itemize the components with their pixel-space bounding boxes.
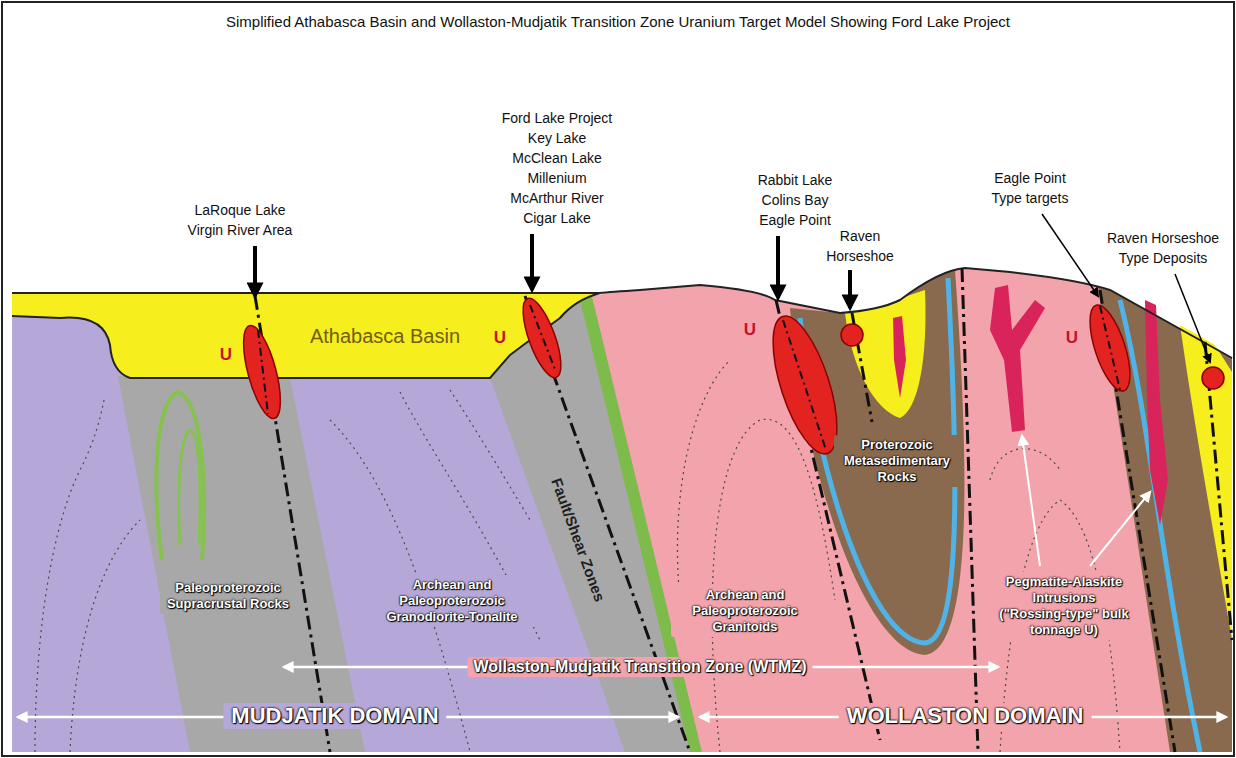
supracrustal-band: [118, 376, 365, 752]
zone-label: Wollaston-Mudjatik Transition Zone (WTMZ…: [467, 657, 812, 677]
unit-label: Archean and Paleoproterozoic Granitoids: [671, 585, 819, 637]
fault-overprint: [258, 305, 1120, 450]
quartzite-band: [1180, 325, 1232, 640]
pegmatite-intrusion: [990, 285, 1045, 432]
faults: [255, 268, 1232, 752]
diagram-title: Simplified Athabasca Basin and Wollaston…: [226, 12, 1010, 32]
target-arrow: [848, 270, 852, 308]
deposit-name: Cigar Lake: [523, 208, 591, 228]
target-arrow: [530, 234, 534, 290]
deposit-name: Eagle Point: [759, 210, 831, 230]
uranium-deposits: [236, 294, 1224, 461]
uranium-deposit: [1082, 301, 1138, 396]
deposit-name: Colins Bay: [762, 190, 829, 210]
deposit-name: Key Lake: [528, 128, 586, 148]
unit-label: Proterozoic Metasedimentary Rocks: [834, 435, 960, 487]
leader-line: [1090, 492, 1150, 566]
leader-line: [1042, 214, 1098, 296]
fault-line: [530, 305, 556, 372]
fault-line: [962, 268, 978, 752]
athabasca-basin: [12, 293, 600, 378]
fault-line: [258, 330, 268, 414]
unit-label: Fault/Shear Zones: [546, 472, 610, 608]
uranium-deposit: [1202, 367, 1224, 389]
fold-core: [845, 290, 926, 418]
deposit-name: Ford Lake Project: [502, 108, 613, 128]
uranium-deposit: [236, 322, 288, 422]
target-arrow: [776, 236, 780, 298]
fault-line: [783, 320, 826, 450]
foliation-line: [35, 400, 104, 752]
deposit-name: Rabbit Lake: [758, 170, 833, 190]
ground-surface: [12, 268, 1232, 358]
target-label: Eagle Point Type targets: [984, 168, 1076, 208]
foliation-line: [450, 390, 530, 520]
deposit-name: Raven Horseshoe: [821, 226, 899, 266]
uranium-symbol: U: [1066, 328, 1078, 348]
domain-label: WOLLASTON DOMAIN: [839, 703, 1092, 729]
fold-horizon: [179, 430, 200, 545]
foliation-line: [677, 360, 730, 600]
deposit-name: McArthur River: [510, 188, 603, 208]
target-arrows: [255, 234, 850, 308]
location-label: LaRoque Lake Virgin River Area: [176, 200, 304, 240]
uranium-symbol: U: [494, 328, 506, 348]
unconformity: [12, 293, 600, 378]
target-arrow: [253, 246, 257, 296]
fold-horizon: [156, 392, 204, 560]
unit-label: Paleoproterozoic Supracrustal Rocks: [160, 578, 296, 614]
fault-line: [1100, 306, 1120, 390]
graphitic-horizon: [1120, 300, 1200, 752]
domain-label: MUDJATIK DOMAIN: [223, 703, 446, 729]
unit-label: Archean and Paleoproterozoic Granodiorit…: [358, 575, 546, 627]
deposit-name: McClean Lake: [512, 148, 602, 168]
pegmatite-intrusion: [893, 316, 906, 398]
granitoid-unit: [592, 268, 1232, 752]
deposit-name: Millenium: [527, 168, 586, 188]
unit-label: Athabasca Basin: [310, 324, 460, 348]
pegmatite-intrusion: [1145, 300, 1168, 525]
uranium-symbol: U: [220, 345, 232, 365]
leader-line: [1022, 436, 1040, 566]
uranium-deposit: [515, 294, 568, 382]
leader-line: [1175, 274, 1210, 362]
target-label: Raven Horseshoe Type Deposits: [1103, 228, 1223, 268]
uranium-deposit: [841, 324, 863, 346]
unit-label: Pegmatite-Alaskite Intrusions ("Rossing-…: [994, 572, 1134, 640]
uranium-symbol: U: [744, 320, 756, 340]
